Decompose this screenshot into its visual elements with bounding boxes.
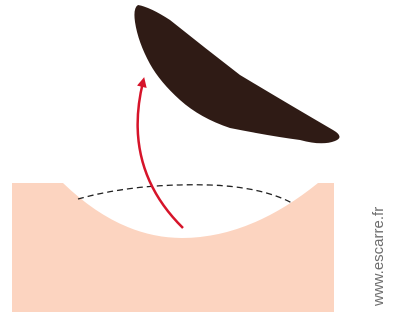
skin-tissue xyxy=(12,183,334,312)
watermark-text: www.escarre.fr xyxy=(370,207,387,307)
removed-eschar xyxy=(134,5,339,143)
eschar-original-outline xyxy=(78,185,292,203)
curved-arrow-up-icon xyxy=(138,82,183,228)
